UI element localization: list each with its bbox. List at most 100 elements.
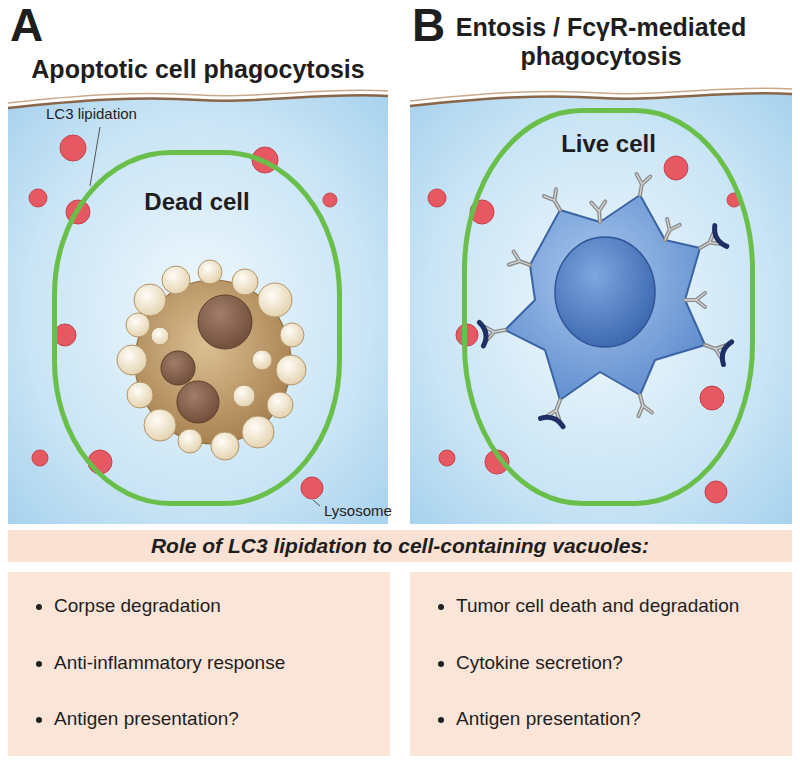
role-item: Antigen presentation?: [456, 708, 641, 729]
antibody: [685, 293, 705, 307]
bullet-dot: [438, 661, 444, 667]
apoptotic-bleb: [126, 313, 150, 337]
antibody-stroke: [633, 393, 652, 416]
dead-cell-nucleus: [161, 351, 195, 385]
apoptotic-bleb: [252, 350, 272, 370]
lysosome: [700, 386, 724, 410]
callout-label: Lysosome: [324, 503, 392, 520]
antibody: [633, 174, 650, 196]
fc-receptor: [711, 226, 727, 249]
section-heading: Role of LC3 lipidation to cell-containin…: [8, 530, 792, 562]
section-band: Role of LC3 lipidation to cell-containin…: [8, 530, 792, 562]
antibody-highlight: [685, 293, 705, 307]
antibody: [701, 334, 732, 365]
lc3-membrane: [465, 111, 753, 504]
vacuole-outline: [462, 108, 755, 506]
lysosome: [664, 156, 688, 180]
live-cell-body: [505, 195, 705, 400]
bullet-row: Corpse degradation: [34, 594, 370, 619]
leader-line: [90, 127, 100, 186]
lysosome: [29, 189, 47, 207]
fc-receptor: [479, 322, 488, 346]
antibody: [479, 318, 507, 346]
antibody-stroke: [544, 189, 566, 213]
plasma-membrane: [8, 90, 388, 103]
bullet-row: Anti-inflammatory response: [34, 651, 370, 676]
apoptotic-bleb: [280, 323, 304, 347]
antibody-stroke: [509, 252, 533, 272]
apoptotic-bleb: [151, 327, 169, 345]
bullet-dot: [438, 717, 444, 723]
apoptotic-bleb: [198, 260, 222, 284]
cell-label: Live cell: [462, 130, 755, 158]
antibody: [541, 396, 572, 427]
apoptotic-bleb: [134, 284, 166, 316]
fc-receptor: [541, 414, 565, 426]
role-box: Tumor cell death and degradationCytokine…: [410, 572, 792, 756]
bullet-dot: [36, 661, 42, 667]
leader-line: [313, 500, 320, 506]
apoptotic-bleb: [258, 283, 292, 317]
lysosome: [323, 193, 337, 207]
antibody: [544, 189, 566, 213]
callout-label: LC3 lipidation: [46, 106, 137, 123]
apoptotic-bleb: [232, 269, 258, 295]
apoptotic-bleb: [162, 266, 190, 294]
cell-panel: Dead cell Apoptotic cell phagocytosis: [8, 55, 388, 524]
bullet-dot: [36, 717, 42, 723]
bullet-row: Tumor cell death and degradation: [436, 594, 772, 619]
dead-cell-nucleus: [177, 381, 219, 423]
panel-letter: B: [412, 0, 445, 51]
antibody: [509, 252, 533, 272]
lysosome: [301, 477, 323, 499]
antibody-highlight: [591, 201, 607, 222]
role-item: Corpse degradation: [54, 595, 221, 616]
fc-receptor: [719, 340, 731, 364]
bullet-row: Antigen presentation?: [34, 707, 370, 732]
apoptotic-bleb: [127, 382, 153, 408]
antibody-highlight: [659, 219, 680, 243]
apoptotic-bleb: [144, 409, 176, 441]
role-box: Corpse degradationAnti-inflammatory resp…: [8, 572, 390, 756]
apoptotic-bleb: [117, 345, 147, 375]
panel-heading: Entosis / FcγR-mediated phagocytosis: [410, 13, 792, 71]
antibody-stroke: [633, 174, 650, 196]
role-item: Cytokine secretion?: [456, 652, 623, 673]
antibody: [633, 393, 652, 416]
antibody-highlight: [509, 252, 533, 272]
apoptotic-bleb: [267, 392, 293, 418]
bullet-dot: [438, 604, 444, 610]
antibody-highlight: [633, 174, 650, 196]
role-item: Antigen presentation?: [54, 708, 239, 729]
bullet-row: Antigen presentation?: [436, 707, 772, 732]
apoptotic-bleb: [242, 416, 274, 448]
cell-vacuole: Dead cell: [52, 150, 342, 506]
role-item: Tumor cell death and degradation: [456, 595, 739, 616]
lysosome: [54, 324, 76, 346]
lysosome: [439, 450, 455, 466]
antibody-highlight: [544, 189, 566, 213]
apoptotic-bleb: [178, 429, 202, 453]
plasma-membrane: [410, 88, 792, 101]
cell-panel: Live cell Entosis / FcγR-mediated phagocy…: [410, 5, 792, 524]
cell-cytoplasm: [8, 95, 388, 524]
lysosome: [60, 135, 86, 161]
bullet-row: Cytokine secretion?: [436, 651, 772, 676]
lysosome: [32, 450, 48, 466]
cell-vacuole: Live cell: [462, 108, 755, 506]
lysosome: [428, 189, 446, 207]
antibody: [591, 201, 607, 222]
lysosome: [705, 481, 727, 503]
antibody-stroke: [685, 293, 705, 307]
antibody-highlight: [633, 393, 652, 416]
apoptotic-bleb: [276, 355, 306, 385]
antibody: [694, 226, 727, 259]
apoptotic-bleb: [211, 432, 239, 460]
panel-heading: Apoptotic cell phagocytosis: [8, 55, 388, 84]
cell-label: Dead cell: [52, 188, 342, 216]
antibody-stroke: [591, 201, 607, 222]
antibody: [659, 219, 680, 243]
antibody-stroke: [659, 219, 680, 243]
cell-cytoplasm: [410, 93, 792, 524]
